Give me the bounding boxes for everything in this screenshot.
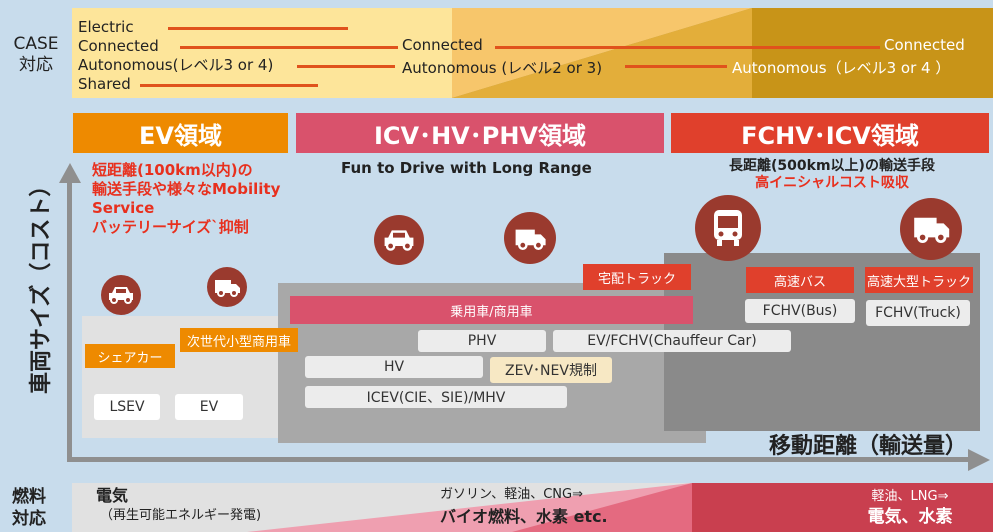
ev-description: 短距離(100km以内)の 輸送手段や様々なMobility Service バ… — [92, 161, 281, 236]
case-item-connected: Connected — [78, 37, 159, 55]
chip-icev: ICEV(CIE、SIE)/MHV — [305, 386, 567, 408]
truck-icon — [900, 198, 962, 260]
tag-next-commercial: 次世代小型商用車 — [180, 328, 298, 352]
tag-express-truck: 高速大型トラック — [865, 267, 973, 293]
tag-delivery-truck: 宅配トラック — [583, 264, 691, 290]
fuel-left: 電気 （再生可能エネルギー発電) — [96, 486, 262, 523]
x-axis-arrow — [968, 449, 990, 471]
domain-header-fchv: FCHV･ICV領域 — [671, 113, 989, 153]
bus-icon — [695, 195, 761, 261]
case-label: CASE 対応 — [13, 34, 59, 75]
case-item-electric: Electric — [78, 18, 134, 36]
case-band-background — [72, 8, 993, 98]
case-line-shared — [140, 84, 318, 87]
case-line-electric — [168, 27, 348, 30]
chip-ev-fchv: EV/FCHV(Chauffeur Car) — [553, 330, 791, 352]
chip-fchv-bus: FCHV(Bus) — [745, 299, 855, 323]
case-line-connected-left — [180, 46, 398, 49]
domain-header-icv: ICV･HV･PHV領域 — [296, 113, 664, 153]
case-mid-connected: Connected — [402, 36, 483, 54]
chip-phv: PHV — [418, 330, 546, 352]
case-item-autonomous: Autonomous(レベル3 or 4) — [78, 56, 274, 74]
case-line-autonomous-right — [625, 65, 727, 68]
tag-share-car: シェアカー — [85, 344, 175, 368]
chip-ev: EV — [175, 394, 243, 420]
case-right-autonomous: Autonomous（レベル3 or 4 ） — [732, 59, 951, 77]
fuel-middle: ガソリン、軽油、CNG⇒ バイオ燃料、水素 etc. — [440, 487, 608, 526]
chip-lsev: LSEV — [94, 394, 160, 420]
fchv-description: 長距離(500km以上)の輸送手段 高イニシャルコスト吸収 — [729, 158, 935, 191]
car-icon — [374, 215, 424, 265]
case-item-shared: Shared — [78, 75, 131, 93]
y-axis-label: 車両サイズ（コスト） — [29, 174, 54, 394]
fuel-label: 燃料 対応 — [12, 487, 46, 529]
domain-header-ev: EV領域 — [73, 113, 288, 153]
case-line-autonomous-left — [297, 65, 395, 68]
case-mid-autonomous: Autonomous (レベル2 or 3) — [402, 59, 603, 77]
car-icon — [101, 275, 141, 315]
chip-hv: HV — [305, 356, 483, 378]
van-icon — [504, 212, 556, 264]
x-axis-label: 移動距離（輸送量） — [769, 434, 968, 459]
icv-description: Fun to Drive with Long Range — [341, 159, 592, 177]
chip-zev: ZEV･NEV規制 — [490, 357, 612, 383]
van-icon — [207, 267, 247, 307]
fuel-right: 軽油、LNG⇒ 電気、水素 — [867, 489, 953, 527]
chip-fchv-truck: FCHV(Truck) — [866, 300, 970, 326]
y-axis-arrow — [59, 163, 81, 183]
tag-passenger-commercial: 乗用車/商用車 — [290, 296, 693, 324]
case-left-list: Electric Connected Autonomous(レベル3 or 4)… — [78, 18, 273, 94]
fuel-band-background — [72, 483, 993, 532]
case-right-connected: Connected — [884, 36, 965, 54]
tag-express-bus: 高速バス — [746, 267, 854, 293]
y-axis — [67, 178, 72, 462]
case-line-connected-right — [495, 46, 880, 49]
x-axis — [67, 457, 971, 462]
